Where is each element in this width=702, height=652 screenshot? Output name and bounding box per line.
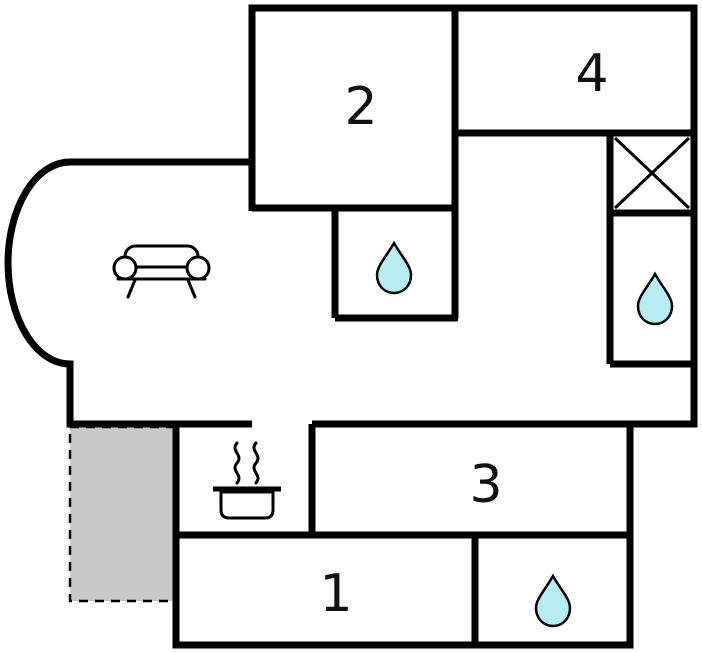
steam-icon [252,441,260,485]
sofa-icon [112,244,211,299]
water-drop-icons [375,240,674,628]
outer-walls [4,4,698,649]
terrace-area [68,425,178,603]
interior-walls [172,8,694,645]
x-line [613,136,691,210]
sofa-leg-left [126,278,137,299]
pot-body [219,490,275,520]
water-drop-icon [636,271,674,326]
sofa-leg-right [186,278,197,299]
room-label-3: 3 [469,455,502,515]
room-label-4: 4 [575,44,608,104]
water-drop-icon [534,573,572,628]
crossed-box-icon [613,136,691,210]
cooking-pot-icon [213,441,281,520]
steam-icon [233,441,241,485]
sofa-arm-left [112,255,138,281]
room-label-2: 2 [344,77,377,137]
walls [4,4,698,649]
sofa-arm-right [185,255,211,281]
room-label-1: 1 [319,564,352,624]
water-drop-icon [375,240,413,295]
